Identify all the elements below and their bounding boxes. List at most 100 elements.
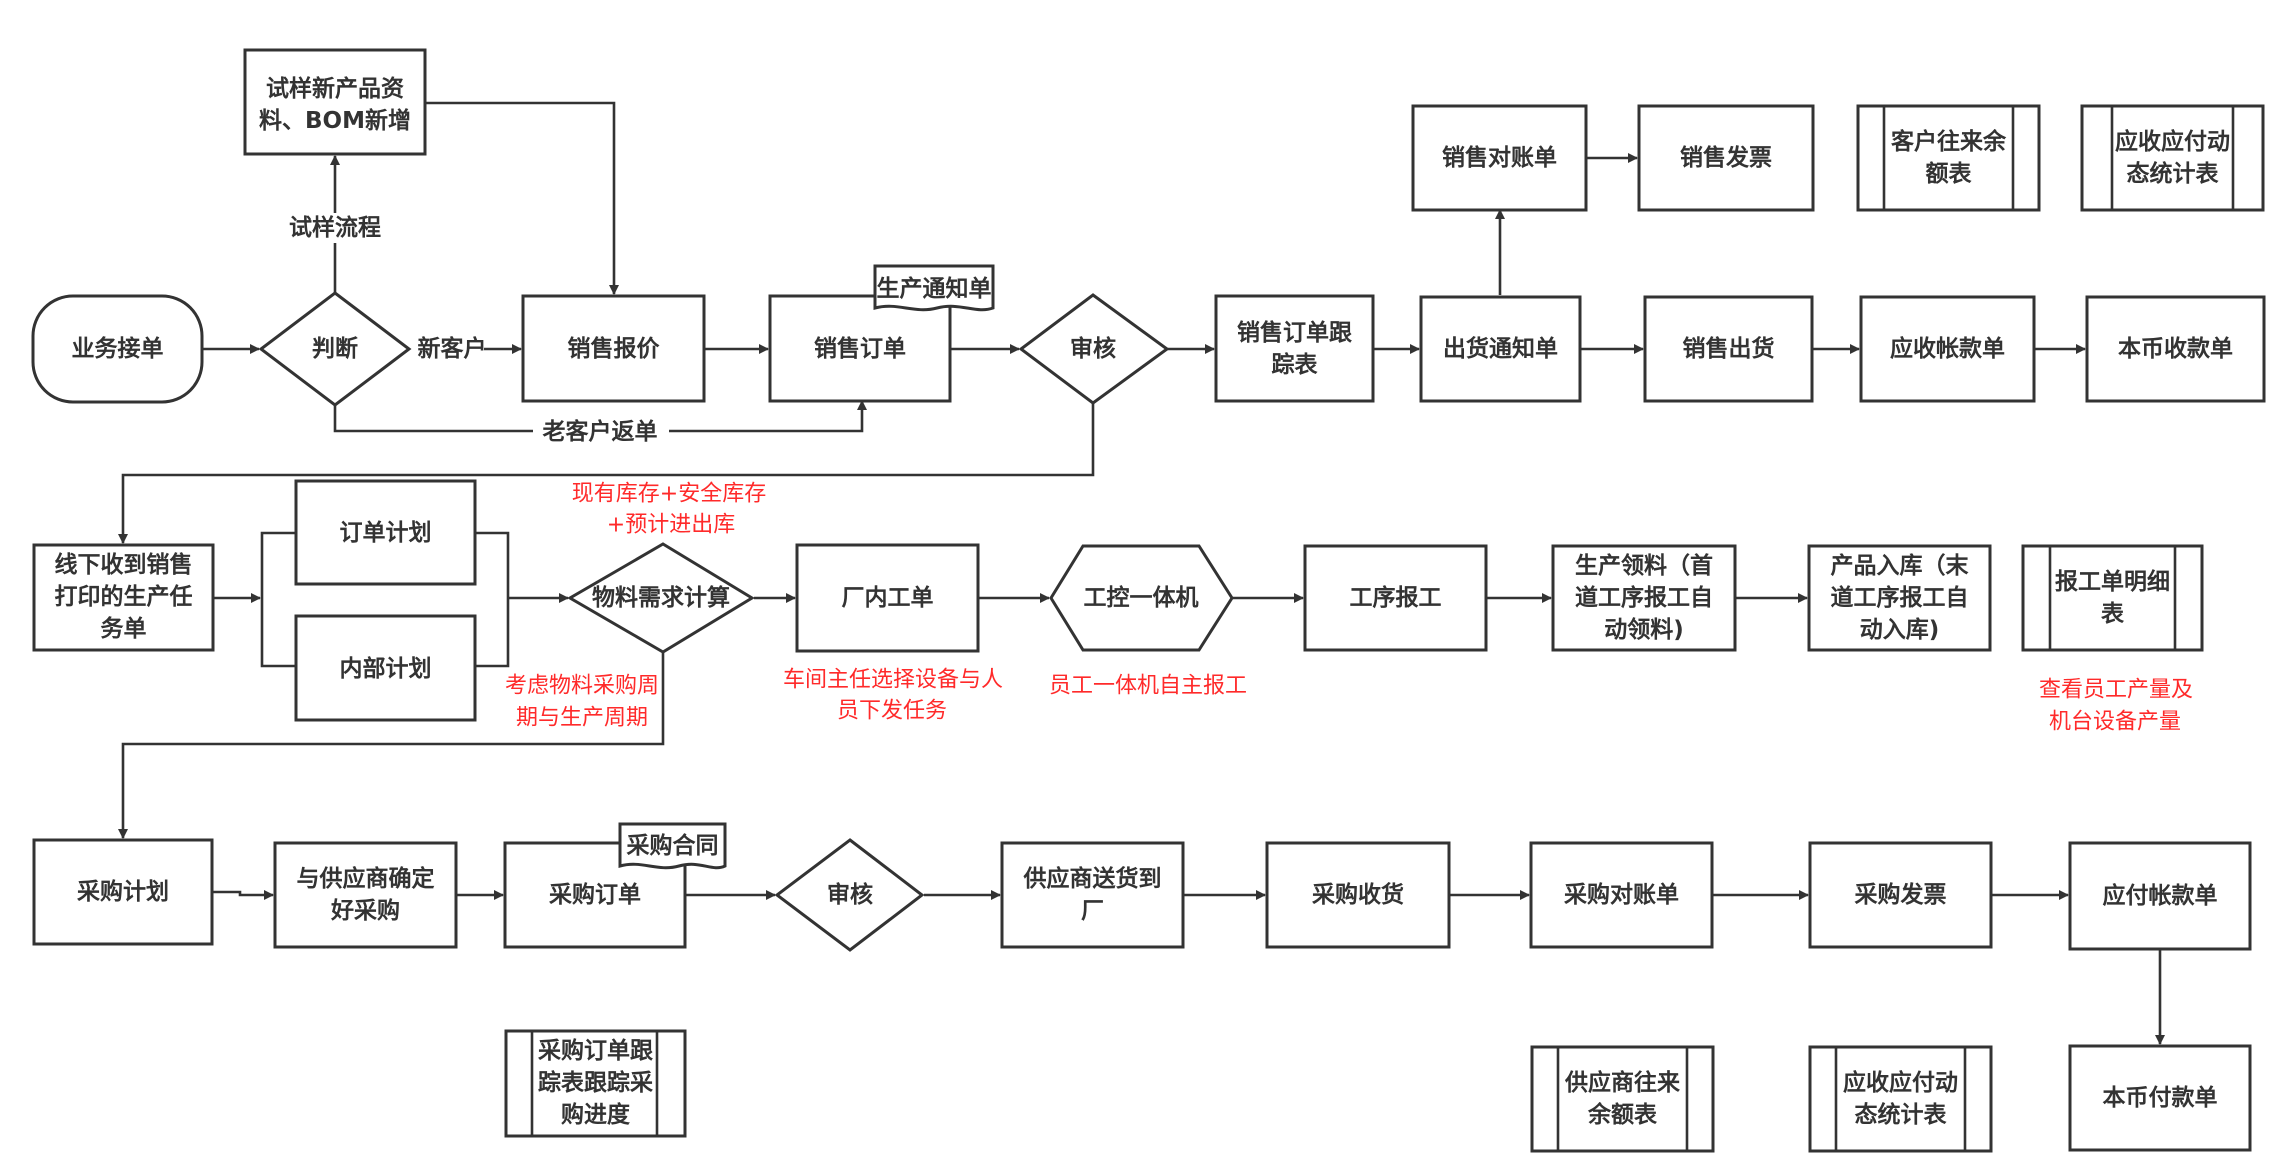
node-label-line-2: 道工序报工自 [1575, 584, 1713, 611]
node-biz[interactable]: 业务接单 [31, 294, 204, 404]
node-quote[interactable]: 销售报价 [521, 294, 706, 403]
node-p-statement[interactable]: 采购对账单 [1529, 841, 1714, 949]
edge-trial-quote [425, 101, 619, 295]
node-label-line-2: 态统计表 [2127, 160, 2220, 187]
node-label: 订单计划 [340, 520, 432, 546]
node-supplier-balance[interactable]: 供应商往来 余额表 [1530, 1045, 1715, 1153]
node-label: 应收帐款单 [1890, 335, 2005, 362]
node-label-line-1: 与供应商确定 [297, 865, 435, 892]
node-label-line-1: 生产领料（首 [1575, 552, 1713, 579]
node-review-1[interactable]: 审核 [1018, 293, 1170, 405]
tag-prod-notice[interactable]: 生产通知单 [873, 264, 995, 312]
node-ar-ap-stats-2[interactable]: 应收应付动 态统计表 [1808, 1045, 1993, 1153]
tag-contract[interactable]: 采购合同 [618, 822, 727, 870]
node-label: 销售报价 [568, 335, 661, 362]
node-label-line-1: 销售订单跟 [1237, 319, 1352, 346]
node-ap[interactable]: 应付帐款单 [2068, 841, 2252, 951]
node-work-order[interactable]: 厂内工单 [795, 543, 980, 653]
edge-label-trial: 试样流程 [289, 214, 381, 241]
node-label: 厂内工单 [842, 585, 934, 611]
node-label-line-2: 表 [2101, 601, 2125, 627]
node-ar[interactable]: 应收帐款单 [1859, 295, 2036, 403]
node-stock-in[interactable]: 产品入库（末 道工序报工自 动入库) [1807, 544, 1992, 652]
node-label-line-2: 态统计表 [1855, 1101, 1948, 1128]
node-receipt[interactable]: 本币收款单 [2085, 295, 2266, 403]
nodes: 业务接单 判断 试样新产品资 料、BOM新增 销售报价 销售订单 生产通知单 审… [31, 48, 2266, 1153]
node-label-line-3: 务单 [101, 616, 147, 642]
node-label: 出货通知单 [1443, 335, 1558, 362]
node-label-line-2: 踪表跟踪采 [538, 1069, 653, 1096]
node-offline-task[interactable]: 线下收到销售 打印的生产任 务单 [32, 543, 215, 652]
node-ship-notice[interactable]: 出货通知单 [1419, 295, 1582, 403]
node-label: 采购计划 [77, 879, 169, 905]
node-cust-balance[interactable]: 客户往来余 额表 [1856, 104, 2041, 212]
node-confirm-supplier[interactable]: 与供应商确定 好采购 [273, 841, 458, 949]
node-material-issue[interactable]: 生产领料（首 道工序报工自 动领料) [1551, 544, 1737, 652]
node-label: 本币收款单 [2118, 335, 2233, 362]
node-po-track[interactable]: 采购订单跟 踪表跟踪采 购进度 [504, 1029, 687, 1138]
note-workshop-line-1: 车间主任选择设备与人 [783, 668, 1003, 693]
node-ar-ap-stats[interactable]: 应收应付动 态统计表 [2080, 104, 2265, 212]
node-label-line-2: 好采购 [330, 898, 400, 924]
node-statement[interactable]: 销售对账单 [1411, 104, 1588, 212]
note-employee-report: 员工一体机自主报工 [1049, 674, 1247, 699]
node-label: 应付帐款单 [2103, 882, 2218, 909]
node-label: 采购发票 [1855, 881, 1947, 908]
node-label: 审核 [1070, 335, 1116, 362]
node-report-detail[interactable]: 报工单明细 表 [2021, 544, 2204, 652]
node-label-line-2: 余额表 [1587, 1101, 1658, 1128]
node-review-2[interactable]: 审核 [774, 838, 925, 952]
node-label: 判断 [312, 335, 358, 362]
node-label-line-1: 线下收到销售 [55, 551, 193, 578]
notes: 现有库存+安全库存 +预计进出库 考虑物料采购周 期与生产周期 车间主任选择设备… [505, 482, 2193, 735]
node-label-line-3: 动领料) [1604, 616, 1684, 643]
node-label: 物料需求计算 [592, 584, 730, 611]
node-label-line-1: 供应商送货到 [1023, 865, 1162, 892]
note-cycles-line-2: 期与生产周期 [516, 706, 648, 731]
node-label-line-2: 踪表 [1272, 351, 1319, 378]
node-label-line-1: 试样新产品资 [266, 75, 404, 102]
node-p-invoice[interactable]: 采购发票 [1808, 841, 1993, 949]
node-label-line-2: 打印的生产任 [55, 583, 193, 610]
node-label: 销售出货 [1683, 335, 1775, 362]
node-label-line-3: 动入库) [1860, 617, 1940, 643]
note-workshop-line-2: 员下发任务 [837, 699, 947, 724]
node-report[interactable]: 工序报工 [1303, 544, 1488, 652]
node-label: 业务接单 [72, 336, 164, 362]
node-label-line-1: 应收应付动 [2115, 128, 2230, 155]
node-label-line-1: 客户往来余 [1891, 128, 2007, 155]
node-invoice[interactable]: 销售发票 [1637, 104, 1815, 212]
node-payment[interactable]: 本币付款单 [2068, 1044, 2252, 1152]
edge-review-offline-task [118, 403, 1095, 544]
node-label-line-1: 采购订单跟 [538, 1038, 653, 1064]
tag-label: 采购合同 [627, 832, 719, 859]
note-stock-formula-line-1: 现有库存+安全库存 [572, 482, 766, 507]
note-output-view-line-2: 机台设备产量 [2049, 710, 2181, 735]
node-label: 销售订单 [814, 335, 906, 362]
node-judge[interactable]: 判断 [258, 291, 412, 407]
node-order-plan[interactable]: 订单计划 [294, 479, 477, 586]
node-label: 销售发票 [1680, 144, 1772, 171]
node-mrp[interactable]: 物料需求计算 [567, 542, 755, 654]
node-label: 本币付款单 [2103, 1084, 2218, 1111]
edge-mrp-purchase-plan [118, 653, 665, 839]
node-trial-doc[interactable]: 试样新产品资 料、BOM新增 [243, 48, 427, 156]
node-label-line-2: 额表 [1926, 161, 1973, 187]
node-sales-order[interactable]: 销售订单 [768, 294, 952, 403]
node-internal-plan[interactable]: 内部计划 [294, 614, 477, 722]
node-order-track[interactable]: 销售订单跟 踪表 [1214, 294, 1375, 403]
edge-label-new-customer: 新客户 [418, 335, 487, 362]
node-label-line-3: 购进度 [561, 1101, 631, 1128]
edge-labels: 试样流程 新客户 老客户返单 [284, 213, 669, 446]
node-receive[interactable]: 采购收货 [1265, 841, 1451, 949]
node-ship[interactable]: 销售出货 [1643, 295, 1814, 403]
note-stock-formula-line-2: +预计进出库 [607, 513, 735, 538]
node-ipc[interactable]: 工控一体机 [1049, 544, 1234, 652]
node-purchase-plan[interactable]: 采购计划 [32, 838, 214, 946]
node-label-line-1: 产品入库（末 [1831, 552, 1970, 579]
node-label: 内部计划 [340, 655, 432, 682]
node-label-line-1: 报工单明细 [2055, 568, 2170, 595]
plan-bracket-right [476, 531, 510, 668]
node-supplier-deliver[interactable]: 供应商送货到 厂 [1000, 841, 1185, 949]
note-cycles-line-1: 考虑物料采购周 [505, 674, 659, 699]
